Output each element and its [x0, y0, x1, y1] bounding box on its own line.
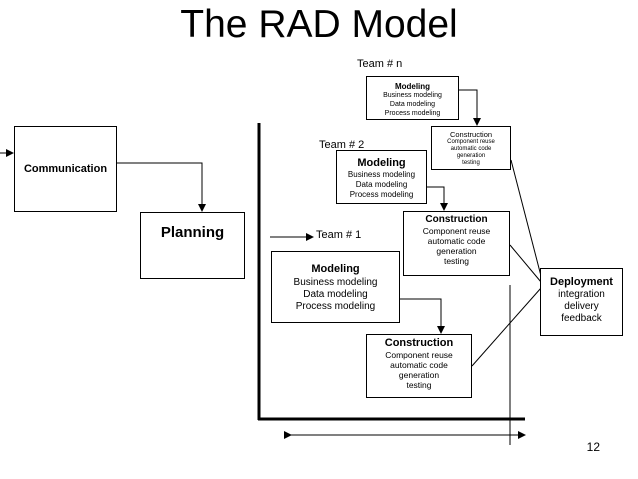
team-n-label: Team # n [357, 58, 403, 70]
arrow-m2-c2 [427, 186, 448, 211]
line-c2-deploy [509, 244, 542, 283]
communication-label: Communication [23, 163, 108, 175]
team-2-construction-title: Construction [425, 214, 488, 225]
line-c1-deploy [471, 287, 542, 367]
team-1-modeling-box: Modeling Business modeling Data modeling… [271, 251, 400, 323]
arrow-mn-cn [459, 89, 481, 126]
team-n-construction-title: Construction [449, 130, 493, 139]
team-n-construction-line: automatic code [450, 146, 492, 152]
team-2-modeling-line: Data modeling [355, 180, 408, 189]
team-2-construction-line: testing [443, 256, 470, 266]
communication-box: Communication [14, 126, 117, 212]
slide-title: The RAD Model [180, 3, 458, 46]
deployment-line: delivery [564, 301, 599, 312]
team-1-construction-box: Construction Component reuse automatic c… [366, 334, 472, 398]
team-1-construction-line: Component reuse [385, 350, 453, 360]
team-2-construction-line: Component reuse [422, 226, 491, 236]
team-1-construction-title: Construction [384, 337, 454, 349]
team-n-construction-box: Construction Component reuse automatic c… [431, 126, 511, 170]
page-number: 12 [586, 440, 600, 454]
team-2-construction-line: automatic code [427, 236, 486, 246]
planning-box: Planning [140, 212, 245, 279]
deployment-line: integration [558, 289, 605, 300]
team-2-modeling-line: Business modeling [347, 170, 416, 179]
team-2-modeling-line: Process modeling [349, 190, 414, 199]
team-n-construction-line: testing [462, 160, 480, 166]
deployment-title: Deployment [550, 276, 613, 288]
arrow-m1-c1 [400, 298, 445, 334]
team-2-construction-box: Construction Component reuse automatic c… [403, 211, 510, 276]
team-1-construction-line: generation [398, 370, 440, 380]
team-n-construction-line: generation [456, 153, 486, 159]
deployment-box: Deployment integration delivery feedback [540, 268, 623, 336]
team-n-modeling-line: Business modeling [383, 92, 442, 99]
team-1-modeling-line: Business modeling [293, 277, 378, 288]
planning-label: Planning [160, 224, 225, 241]
team-n-modeling-title: Modeling [394, 82, 431, 91]
team-1-modeling-title: Modeling [311, 263, 360, 275]
team-1-label: Team # 1 [316, 229, 362, 241]
deployment-line: feedback [561, 313, 602, 324]
line-cn-deploy [510, 159, 542, 277]
team-1-construction-line: testing [406, 380, 432, 390]
team-n-modeling-line: Data modeling [389, 101, 436, 108]
team-n-modeling-box: Modeling Business modeling Data modeling… [366, 76, 459, 120]
team-2-construction-line: generation [436, 246, 477, 256]
team-2-modeling-title: Modeling [357, 157, 406, 169]
team-2-label: Team # 2 [319, 139, 365, 151]
team-1-modeling-line: Data modeling [303, 289, 368, 300]
team-2-modeling-box: Modeling Business modeling Data modeling… [336, 150, 427, 204]
team-n-modeling-line: Process modeling [384, 110, 441, 117]
team-1-construction-line: automatic code [390, 360, 448, 370]
team-1-modeling-line: Process modeling [295, 301, 376, 312]
arrow-communication-planning [117, 162, 206, 212]
team-n-construction-line: Component reuse [447, 139, 495, 145]
